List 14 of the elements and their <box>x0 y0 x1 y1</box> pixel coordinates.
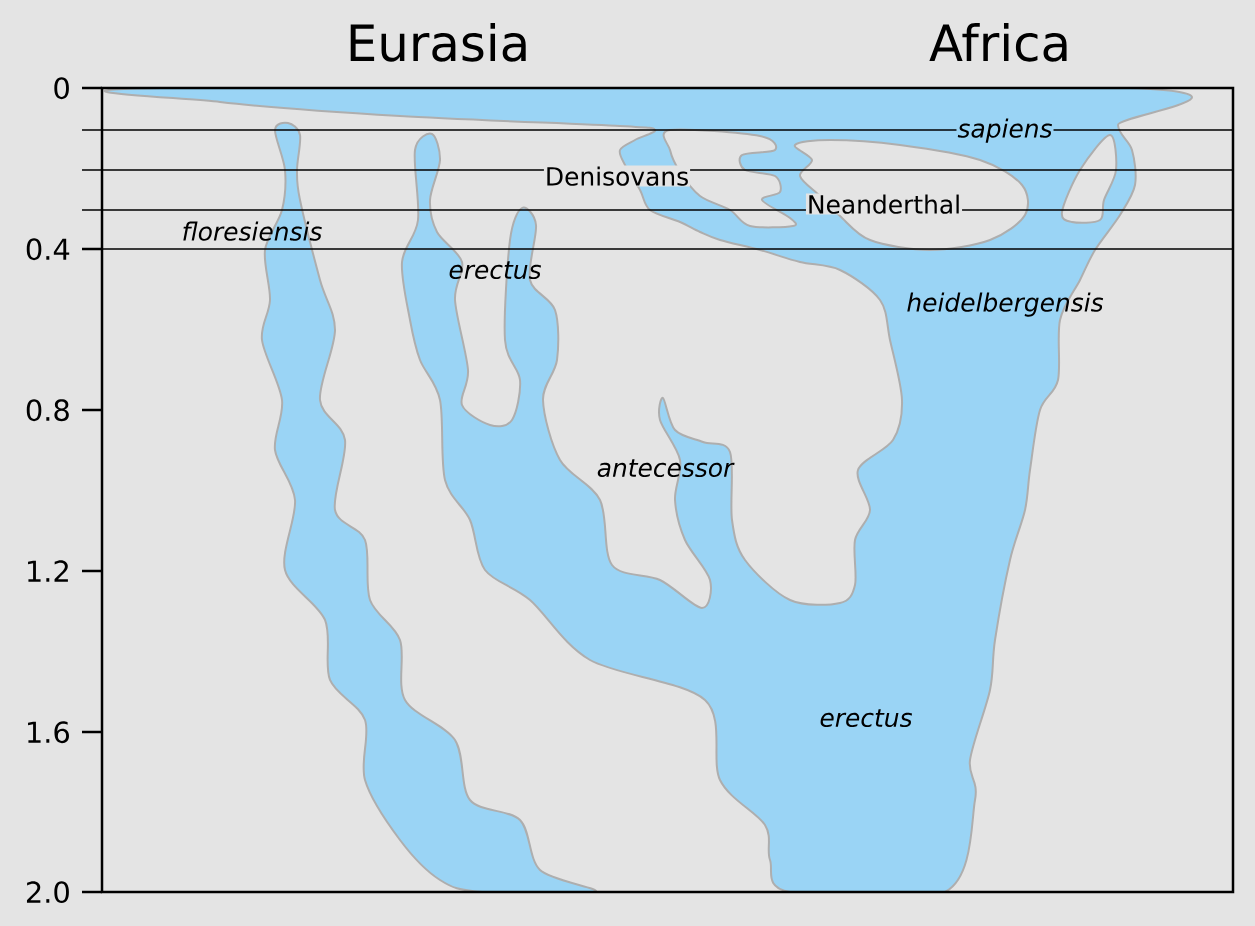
axis-tick-label: 1.6 <box>28 721 69 744</box>
species-label: sapiens <box>956 117 1054 143</box>
species-label: erectus <box>449 261 542 280</box>
region-heading: Eurasia <box>350 23 526 62</box>
region-heading: Africa <box>929 23 1067 62</box>
axis-tick-label: 0 <box>54 77 69 100</box>
species-label: antecessor <box>597 459 735 478</box>
species-label: floresiensis <box>183 221 322 241</box>
axis-tick-label: 1.2 <box>28 560 68 582</box>
axis-tick-label: 2.0 <box>26 881 69 904</box>
axis-tick-label: 0.8 <box>26 399 69 422</box>
species-label: erectus <box>820 709 913 728</box>
species-label: heidelbergensis <box>907 292 1104 317</box>
axis-tick-label: 0.4 <box>26 238 70 261</box>
